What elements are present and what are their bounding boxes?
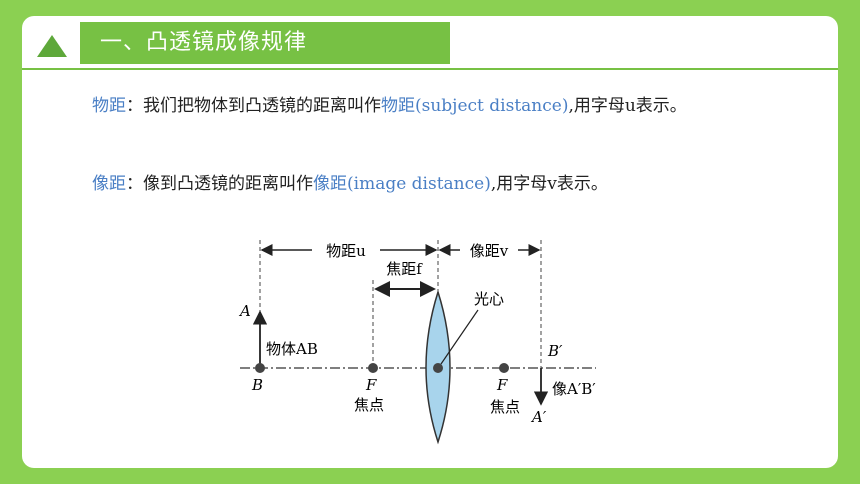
lens-diagram: 物距u 像距v 焦距f 光心 A 物体AB B F 焦点 F 焦点 B′ A′ … [220, 232, 620, 446]
label-F-left: F [365, 376, 377, 394]
text-image-distance-1: ：像到凸透镜的距离叫作 [126, 174, 313, 194]
label-A-prime: A′ [530, 408, 547, 426]
title-divider [22, 68, 838, 70]
point-F-right [499, 363, 509, 373]
focus-label-left: 焦点 [354, 396, 384, 414]
text-object-distance-2: ,用字母u表示。 [568, 96, 687, 116]
text-image-distance-2: ,用字母v表示。 [490, 174, 608, 194]
object-label: 物体AB [266, 340, 318, 358]
label-F-right: F [496, 376, 508, 394]
page-title: 一、凸透镜成像规律 [100, 30, 308, 55]
image-label: 像A′B′ [552, 380, 596, 398]
focus-label-right: 焦点 [490, 398, 520, 416]
image-distance-label: 像距v [470, 242, 509, 260]
paragraph-object-distance: 物距：我们把物体到凸透镜的距离叫作物距(subject distance),用字… [58, 88, 788, 124]
focal-length-label: 焦距f [386, 260, 423, 278]
object-distance-label: 物距u [326, 242, 366, 260]
label-A: A [238, 302, 251, 320]
text-object-distance-1: ：我们把物体到凸透镜的距离叫作 [126, 96, 381, 116]
optical-center-label: 光心 [474, 290, 504, 308]
term-image-distance-en: 像距(image distance) [313, 174, 491, 194]
header-bar [80, 22, 450, 64]
point-F-left [368, 363, 378, 373]
term-object-distance: 物距 [92, 96, 126, 116]
term-object-distance-en: 物距(subject distance) [381, 96, 569, 116]
optical-center-leader [440, 309, 479, 365]
point-optical-center [433, 363, 443, 373]
paragraph-image-distance: 像距：像到凸透镜的距离叫作像距(image distance),用字母v表示。 [58, 166, 788, 202]
point-B [255, 363, 265, 373]
label-B-prime: B′ [547, 342, 563, 360]
label-B: B [251, 376, 263, 394]
triangle-icon [28, 26, 76, 64]
term-image-distance: 像距 [92, 174, 126, 194]
